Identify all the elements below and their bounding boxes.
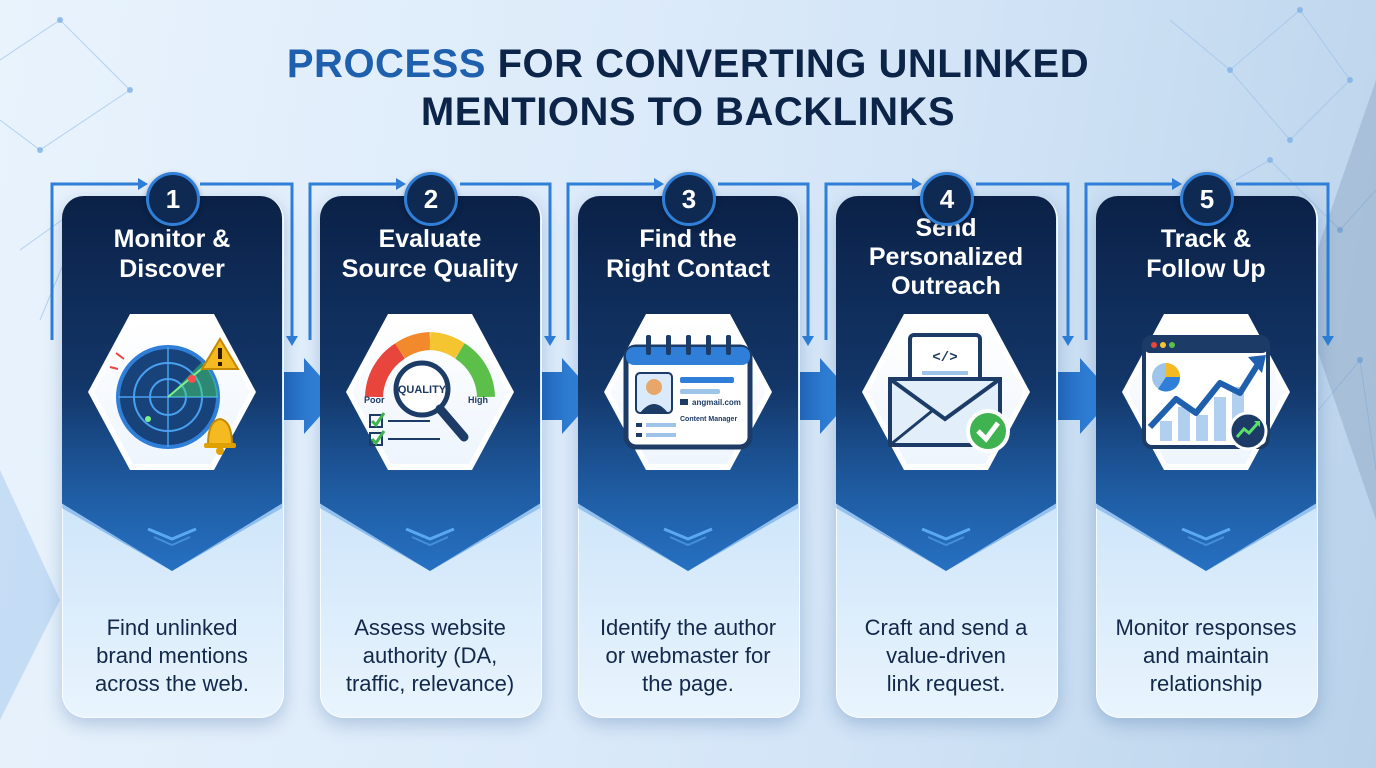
step-card-5: Track & Follow Up: [1096, 172, 1318, 718]
description-line: across the web.: [94, 671, 250, 696]
chevron-down-icon: [663, 527, 713, 547]
step-number-badge: 2: [404, 172, 458, 226]
description-line: and maintain: [1143, 643, 1269, 668]
description-line: brand mentions: [96, 643, 248, 668]
step-title-line: Evaluate: [378, 225, 482, 253]
quality-gauge-icon: QUALITY Poor High: [364, 332, 495, 446]
step-title: Track & Follow Up: [1096, 224, 1316, 284]
growth-chart-icon: [1142, 335, 1270, 451]
step-title-line: Find the: [639, 225, 737, 253]
title-line-1-rest: FOR CONVERTING UNLINKED: [485, 42, 1090, 86]
step-title-line: Outreach: [891, 272, 1001, 300]
contact-role: Content Manager: [680, 416, 737, 423]
check-circle-icon: [966, 409, 1010, 453]
description-line: Identify the author: [599, 615, 777, 640]
step-title: Send Personalized Outreach: [836, 214, 1056, 301]
step-title-line: Discover: [119, 255, 225, 283]
description-line: value-driven: [886, 643, 1006, 668]
description-line: link request.: [886, 671, 1006, 696]
step-card-3: Find the Right Contact angmail.com Conte…: [578, 172, 800, 718]
step-title: Evaluate Source Quality: [320, 224, 540, 284]
chevron-down-icon: [921, 527, 971, 547]
title-line-1: PROCESS FOR CONVERTING UNLINKED: [0, 40, 1376, 88]
svg-text:</>: </>: [932, 350, 957, 366]
description-line: or webmaster for: [605, 643, 771, 668]
chevron-down-icon: [405, 527, 455, 547]
step-card-4: Send Personalized Outreach </> Craft and…: [836, 172, 1058, 718]
radar-icon: [109, 337, 240, 455]
step-number-badge: 1: [146, 172, 200, 226]
email-check-icon: </>: [888, 333, 1010, 453]
step-description: Monitor responses and maintain relations…: [1104, 614, 1308, 698]
step-description: Identify the author or webmaster for the…: [586, 614, 790, 698]
step-card-2: Evaluate Source Quality QUALITY Poor Hig…: [320, 172, 542, 718]
step-title: Monitor & Discover: [62, 224, 282, 284]
page-title: PROCESS FOR CONVERTING UNLINKED MENTIONS…: [0, 40, 1376, 136]
step-title-line: Source Quality: [341, 255, 519, 283]
description-line: Assess website: [354, 615, 506, 640]
avatar-icon: [635, 372, 673, 414]
chevron-down-icon: [1181, 527, 1231, 547]
step-card-1: Monitor & Discover: [62, 172, 284, 718]
step-title-line: Monitor &: [113, 225, 231, 253]
description-line: Craft and send a: [864, 615, 1028, 640]
bell-icon: [204, 417, 236, 455]
chevron-down-icon: [147, 527, 197, 547]
trend-up-badge-icon: [1228, 411, 1268, 451]
step-title-line: Follow Up: [1146, 255, 1266, 283]
description-line: authority (DA,: [362, 643, 498, 668]
gauge-label: QUALITY: [398, 384, 447, 396]
title-accent: PROCESS: [286, 42, 486, 86]
description-line: relationship: [1149, 671, 1263, 696]
description-line: traffic, relevance): [345, 671, 515, 696]
gauge-low-label: Poor: [364, 395, 385, 405]
step-number-badge: 3: [662, 172, 716, 226]
warning-icon: [200, 337, 240, 370]
checklist-icon: [369, 412, 440, 446]
step-title-line: Right Contact: [606, 255, 770, 283]
pie-icon: [1152, 363, 1181, 392]
step-title-line: Track &: [1160, 225, 1252, 253]
description-line: Find unlinked: [106, 615, 238, 640]
description-line: the page.: [642, 671, 734, 696]
step-number-badge: 5: [1180, 172, 1234, 226]
step-title-line: Personalized: [868, 243, 1024, 271]
step-description: Assess website authority (DA, traffic, r…: [328, 614, 532, 698]
step-description: Find unlinked brand mentions across the …: [70, 614, 274, 698]
title-line-2: MENTIONS TO BACKLINKS: [420, 90, 956, 134]
contact-email: angmail.com: [692, 398, 741, 407]
step-description: Craft and send a value-driven link reque…: [844, 614, 1048, 698]
description-line: Monitor responses: [1115, 615, 1297, 640]
step-title: Find the Right Contact: [578, 224, 798, 284]
contact-card-icon: angmail.com Content Manager: [623, 335, 753, 450]
step-number-badge: 4: [920, 172, 974, 226]
gauge-high-label: High: [468, 395, 488, 405]
